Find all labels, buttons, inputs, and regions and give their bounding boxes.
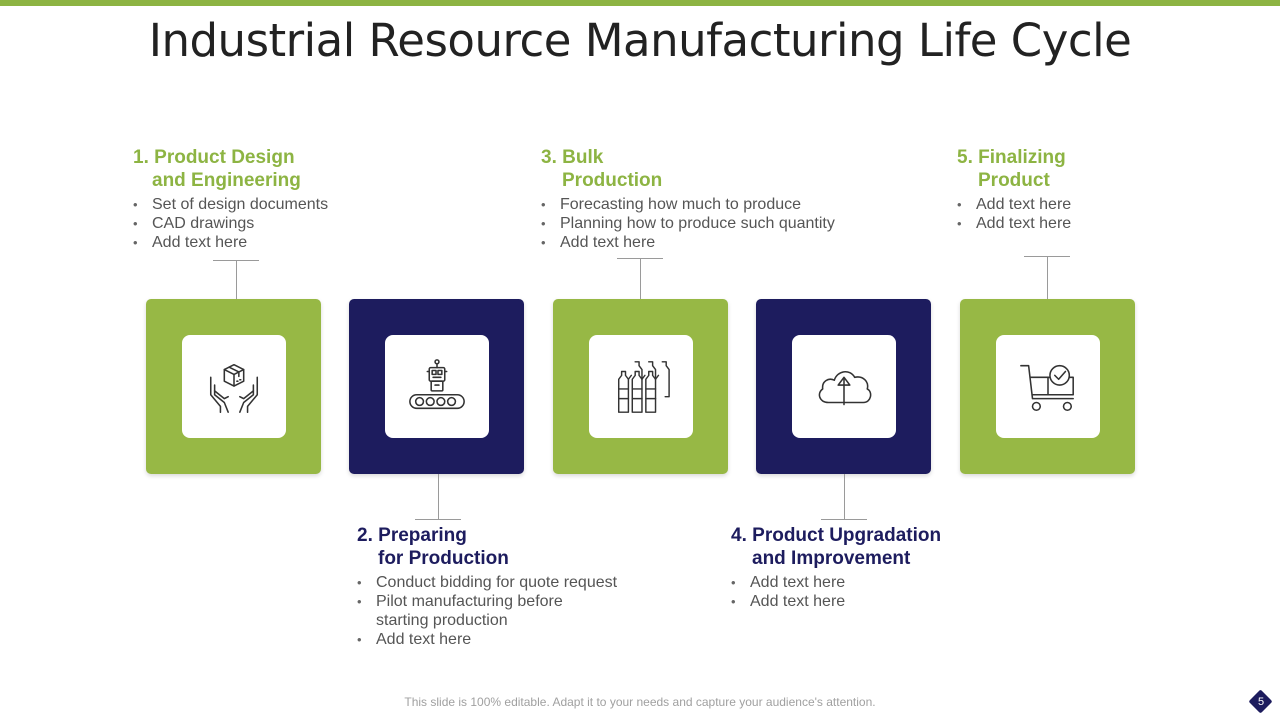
stage-2-bullets: Conduct bidding for quote request Pilot … <box>357 573 617 649</box>
list-item: Add text here <box>357 630 617 649</box>
stage-5-tile <box>960 299 1135 474</box>
list-item: Add text here <box>133 233 328 252</box>
stage-5-icon-card <box>996 335 1100 438</box>
connector-1 <box>236 260 237 299</box>
stage-3-title: 3. Bulk Production <box>541 147 663 191</box>
stage-4-text: 4. Product Upgradation and Improvement A… <box>731 524 941 611</box>
stage-2-title: 2. Preparing for Production <box>357 525 509 569</box>
bottles-icon <box>617 360 670 413</box>
list-item: Add text here <box>731 573 941 592</box>
stage-5-title: 5. Finalizing Product <box>957 147 1066 191</box>
stage-3-icon-card <box>589 335 693 438</box>
stage-3-bullets: Forecasting how much to produce Planning… <box>541 195 835 252</box>
stage-4-title: 4. Product Upgradation and Improvement <box>731 525 942 569</box>
stage-3-tile <box>553 299 728 474</box>
list-item: Forecasting how much to produce <box>541 195 835 214</box>
cloud-upload-icon <box>818 370 872 405</box>
robot-conveyor-icon <box>409 358 465 409</box>
list-item: Add text here <box>957 214 1071 233</box>
connector-5 <box>1047 256 1048 299</box>
connector-3 <box>640 258 641 299</box>
list-item: Add text here <box>731 592 941 611</box>
stage-5-bullets: Add text here Add text here <box>957 195 1071 233</box>
stage-1-tile <box>146 299 321 474</box>
list-item: Add text here <box>541 233 835 252</box>
list-item: Set of design documents <box>133 195 328 214</box>
hands-box-icon <box>209 363 259 413</box>
stage-1-bullets: Set of design documents CAD drawings Add… <box>133 195 328 252</box>
connector-2-cap <box>415 519 461 520</box>
footer-note: This slide is 100% editable. Adapt it to… <box>404 695 876 709</box>
stage-3-text: 3. Bulk Production Forecasting how much … <box>541 146 835 252</box>
connector-4-cap <box>821 519 867 520</box>
slide-title: Industrial Resource Manufacturing Life C… <box>148 14 1132 67</box>
stage-4-icon-card <box>792 335 896 438</box>
connector-4 <box>844 474 845 519</box>
stage-2-tile <box>349 299 524 474</box>
stage-2-icon-card <box>385 335 489 438</box>
page-number-badge: 5 <box>1248 689 1273 714</box>
stage-1-text: 1. Product Design and Engineering Set of… <box>133 146 328 252</box>
connector-2 <box>438 474 439 519</box>
cart-check-icon <box>1020 364 1074 411</box>
top-accent-bar <box>0 0 1280 6</box>
list-item: Conduct bidding for quote request <box>357 573 617 592</box>
list-item: Pilot manufacturing before <box>357 592 617 611</box>
stage-1-title: 1. Product Design and Engineering <box>133 147 301 191</box>
list-item: Planning how to produce such quantity <box>541 214 835 233</box>
connector-3-cap <box>617 258 663 259</box>
stage-2-text: 2. Preparing for Production Conduct bidd… <box>357 524 617 649</box>
stage-4-tile <box>756 299 931 474</box>
list-item: Add text here <box>957 195 1071 214</box>
connector-1-cap <box>213 260 259 261</box>
stage-1-icon-card <box>182 335 286 438</box>
stage-4-bullets: Add text here Add text here <box>731 573 941 611</box>
list-item-continuation: starting production <box>376 612 508 629</box>
list-item: CAD drawings <box>133 214 328 233</box>
connector-5-cap <box>1024 256 1070 257</box>
page-number: 5 <box>1257 696 1265 708</box>
stage-5-text: 5. Finalizing Product Add text here Add … <box>957 146 1071 233</box>
